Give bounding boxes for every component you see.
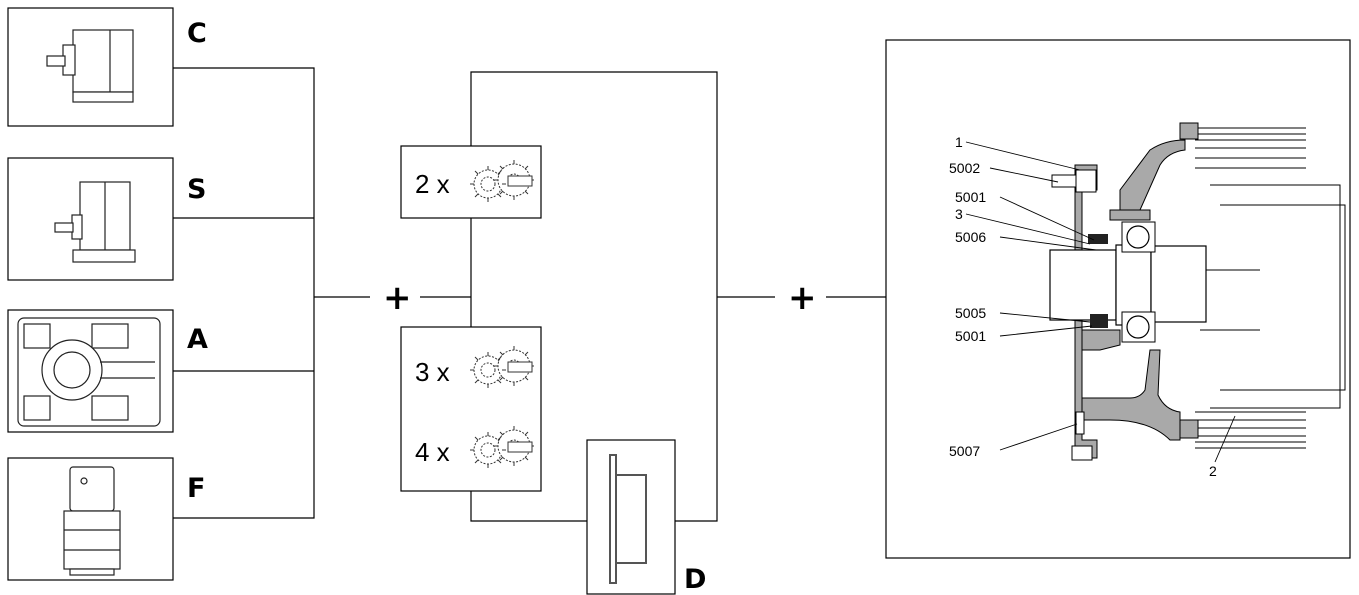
variant-c-label: C	[187, 18, 207, 49]
stage-connector-lines	[470, 71, 886, 522]
stage-2x-label: 2 x	[415, 169, 450, 199]
callout-part-3: 3	[955, 206, 963, 222]
plus-operator-2: +	[788, 278, 817, 318]
gearbox-a-icon	[17, 317, 161, 427]
motor-housing-section	[1049, 122, 1346, 461]
gearbox-c-icon	[46, 29, 134, 103]
variant-a-panel	[7, 309, 174, 433]
variant-s-label: S	[187, 174, 206, 205]
callout-part-5001-lower: 5001	[955, 328, 986, 344]
stage-3x-label: 3 x	[415, 357, 450, 387]
variant-a-label: A	[187, 324, 208, 355]
mount-d-panel	[586, 439, 676, 595]
variant-f-label: F	[187, 473, 205, 504]
gearbox-f-icon	[63, 466, 121, 576]
callout-leader-lines	[965, 141, 1236, 463]
callout-part-5001-upper: 5001	[955, 189, 986, 205]
callout-part-5007: 5007	[949, 443, 980, 459]
variant-c-panel	[7, 7, 174, 127]
variant-f-panel	[7, 457, 174, 581]
stage-4x-label: 4 x	[415, 437, 450, 467]
gearbox-s-icon	[54, 181, 136, 263]
callout-part-2: 2	[1209, 463, 1217, 479]
stage-2x-panel	[400, 145, 542, 219]
callout-part-5006: 5006	[955, 229, 986, 245]
callout-part-5005: 5005	[955, 305, 986, 321]
stage-3x-4x-panel	[400, 326, 542, 492]
section-view-panel: 1 5002 5001 3 5006 5005 5001 5007 2	[885, 39, 1351, 559]
callout-part-5002: 5002	[949, 160, 980, 176]
mount-d-label: D	[684, 564, 706, 595]
section-callout-labels: 1 5002 5001 3 5006 5005 5001 5007 2	[949, 134, 1217, 479]
variant-s-panel	[7, 157, 174, 281]
flange-icon	[609, 454, 647, 584]
callout-part-1: 1	[955, 134, 963, 150]
plus-operator-1: +	[383, 278, 412, 318]
variant-connector-lines	[173, 67, 471, 519]
